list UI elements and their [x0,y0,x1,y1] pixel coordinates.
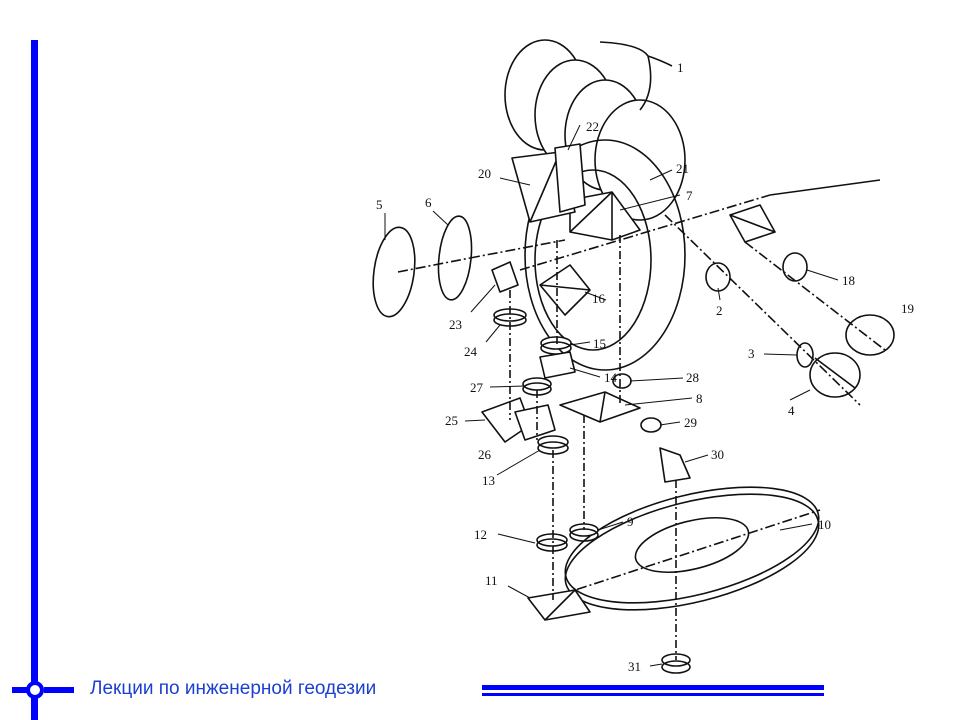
part-labels: 1 2 3 4 5 6 7 8 9 10 11 12 13 14 15 16 1… [376,60,914,674]
footer-double-line-bottom [482,693,824,696]
label-7: 7 [686,188,693,203]
label-4: 4 [788,403,795,418]
label-23: 23 [449,317,462,332]
label-21: 21 [676,161,689,176]
label-1: 1 [677,60,684,75]
label-22: 22 [586,119,599,134]
vertical-circle-stack [504,39,686,221]
label-12: 12 [474,527,487,542]
label-31: 31 [628,659,641,674]
label-16: 16 [592,291,606,306]
label-29: 29 [684,415,697,430]
label-28: 28 [686,370,699,385]
label-14: 14 [604,370,618,385]
label-3: 3 [748,346,755,361]
footer-title: Лекции по инженерной геодезии [90,678,377,699]
label-27: 27 [470,380,484,395]
label-15: 15 [593,336,606,351]
mirror-element [372,226,416,318]
label-5: 5 [376,197,383,212]
label-6: 6 [425,195,432,210]
footer-double-line-top [482,685,824,690]
protective-glass-element [437,215,473,301]
label-10: 10 [818,517,831,532]
label-18: 18 [842,273,855,288]
footer-accent-bar-left [12,687,32,693]
left-accent-bar [31,40,38,720]
label-25: 25 [445,413,458,428]
label-11: 11 [485,573,498,588]
optical-scheme-drawing [372,39,895,674]
label-30: 30 [711,447,724,462]
footer-circle-icon [26,681,44,699]
label-13: 13 [482,473,495,488]
label-8: 8 [696,391,703,406]
label-2: 2 [716,303,723,318]
label-20: 20 [478,166,491,181]
horizontal-ring [564,486,820,611]
prism-element [569,191,641,241]
label-19: 19 [901,301,914,316]
label-9: 9 [627,514,634,529]
label-24: 24 [464,344,478,359]
vertical-ring [524,139,686,371]
footer-accent-bar-stub [44,687,74,693]
label-26: 26 [478,447,492,462]
